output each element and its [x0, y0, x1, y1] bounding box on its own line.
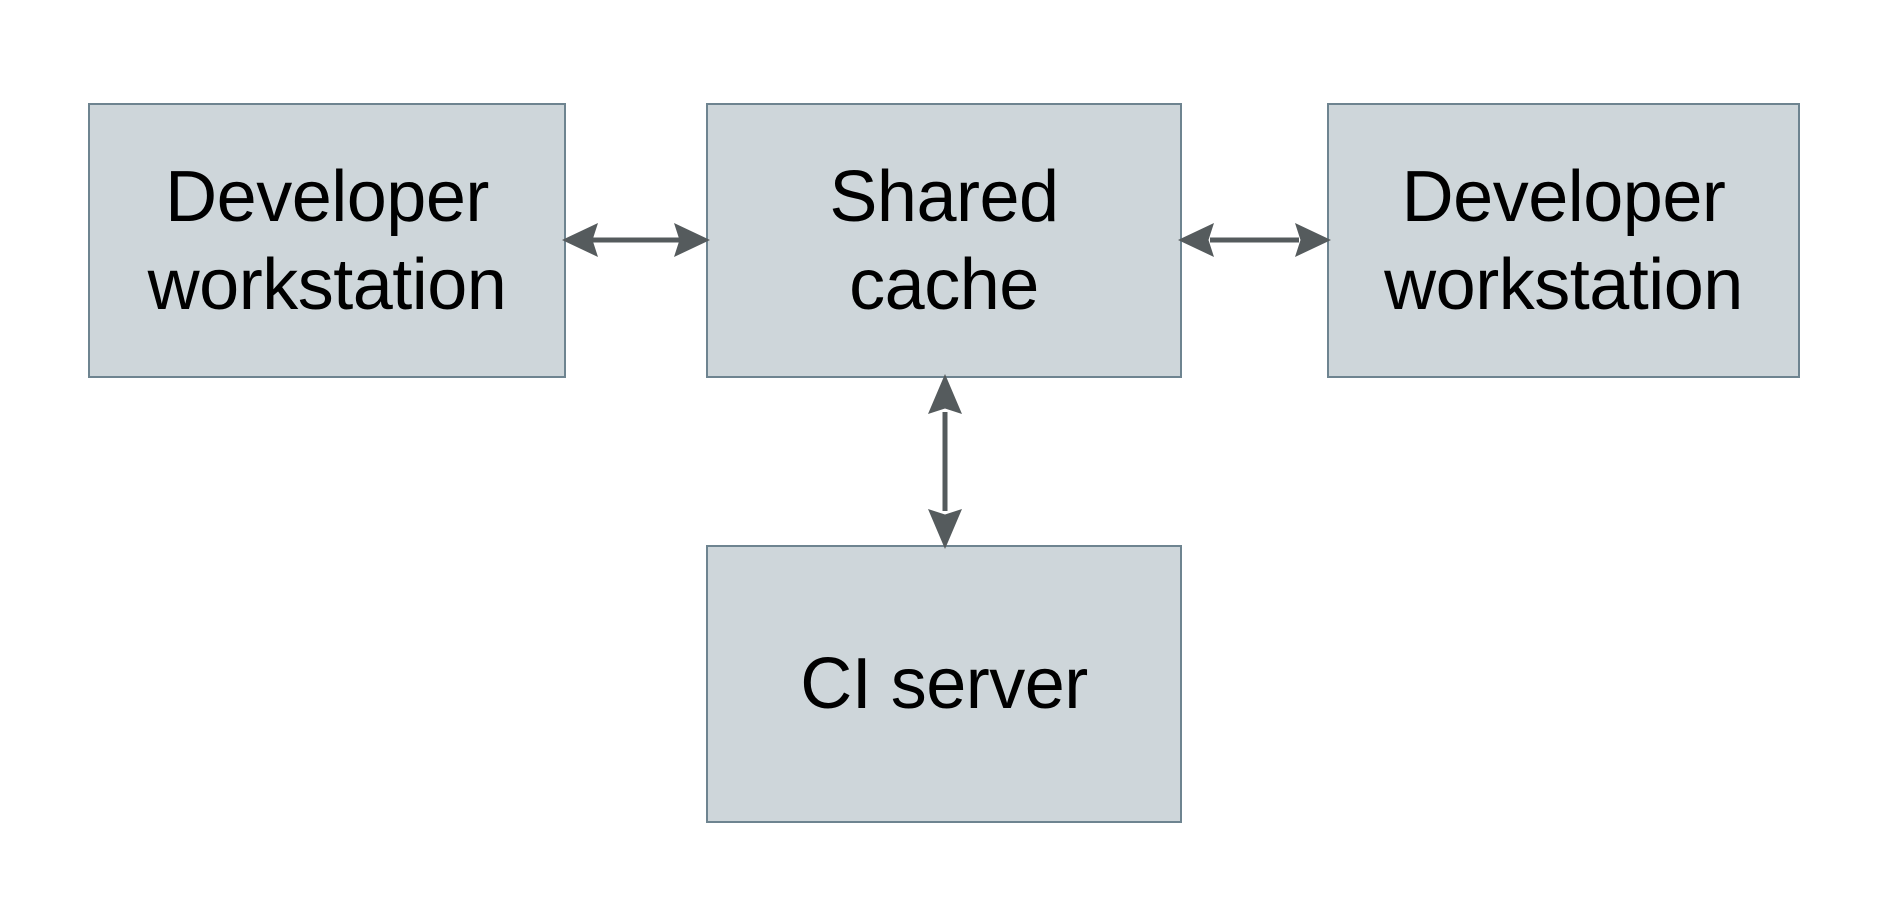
edge-developer-workstation-left-to-shared-cache	[562, 223, 710, 257]
node-label: Developer workstation	[147, 156, 507, 325]
node-shared-cache[interactable]: Shared cache	[706, 103, 1182, 378]
node-developer-workstation-left[interactable]: Developer workstation	[88, 103, 566, 378]
edge-shared-cache-to-ci-server	[928, 374, 962, 549]
node-label: CI server	[800, 644, 1088, 724]
arrowhead-right-icon	[1295, 223, 1331, 257]
arrowhead-left-icon	[1178, 223, 1214, 257]
arrowhead-up-icon	[928, 374, 962, 414]
node-ci-server[interactable]: CI server	[706, 545, 1182, 823]
edge-shared-cache-to-developer-workstation-right	[1178, 223, 1331, 257]
node-developer-workstation-right[interactable]: Developer workstation	[1327, 103, 1800, 378]
node-label: Developer workstation	[1384, 156, 1743, 325]
arrowhead-left-icon	[562, 223, 598, 257]
node-label: Shared cache	[829, 156, 1059, 325]
arrowhead-down-icon	[928, 509, 962, 549]
arrowhead-right-icon	[674, 223, 710, 257]
